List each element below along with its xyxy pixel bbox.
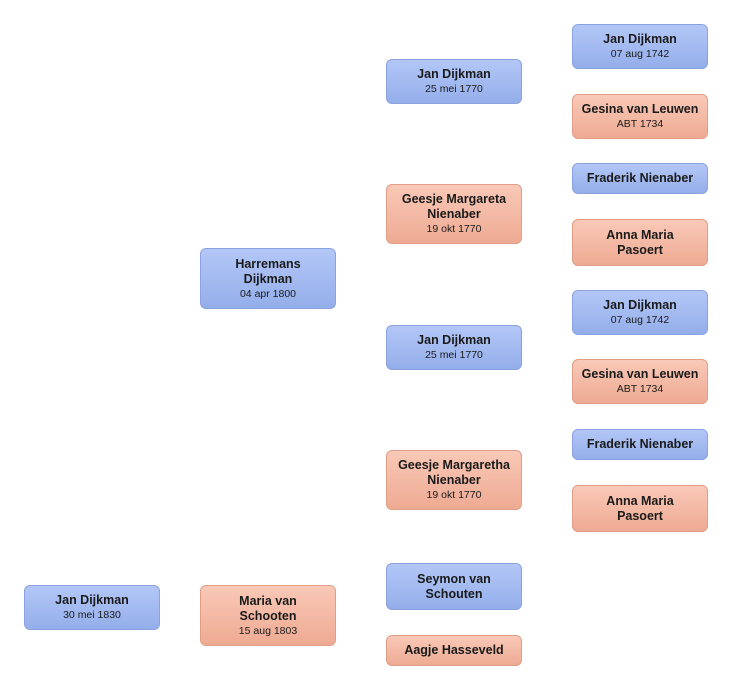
person-birth-date: ABT 1734 bbox=[616, 118, 664, 130]
person-birth-date: ABT 1734 bbox=[616, 383, 664, 395]
person-name: Jan Dijkman bbox=[55, 593, 129, 607]
person-gesina-van-leuwen-a[interactable]: Gesina van Leuwen ABT 1734 bbox=[572, 94, 708, 139]
person-aagje-hasseveld[interactable]: Aagje Hasseveld bbox=[386, 635, 522, 666]
person-name: Jan Dijkman bbox=[603, 298, 677, 312]
person-gesina-van-leuwen-b[interactable]: Gesina van Leuwen ABT 1734 bbox=[572, 359, 708, 404]
person-name: Gesina van Leuwen bbox=[581, 367, 699, 381]
person-name: Fraderik Nienaber bbox=[586, 171, 694, 185]
person-name: Jan Dijkman bbox=[417, 67, 491, 81]
person-jan-dijkman-1742-b[interactable]: Jan Dijkman 07 aug 1742 bbox=[572, 290, 708, 335]
person-seymon-van-schouten[interactable]: Seymon van Schouten bbox=[386, 563, 522, 610]
person-name: Maria van Schooten bbox=[239, 593, 297, 623]
person-geesje-margareta-nienaber[interactable]: Geesje Margareta Nienaber 19 okt 1770 bbox=[386, 184, 522, 244]
person-birth-date: 07 aug 1742 bbox=[610, 48, 670, 60]
person-name: Seymon van Schouten bbox=[417, 571, 491, 601]
person-name: Harremans Dijkman bbox=[235, 256, 301, 286]
person-jan-dijkman-1770-b[interactable]: Jan Dijkman 25 mei 1770 bbox=[386, 325, 522, 370]
person-jan-dijkman-1742-a[interactable]: Jan Dijkman 07 aug 1742 bbox=[572, 24, 708, 69]
person-anna-maria-pasoert-a[interactable]: Anna Maria Pasoert bbox=[572, 219, 708, 266]
person-birth-date: 19 okt 1770 bbox=[426, 489, 482, 501]
person-name: Fraderik Nienaber bbox=[586, 437, 694, 451]
person-name: Jan Dijkman bbox=[417, 333, 491, 347]
person-name: Jan Dijkman bbox=[603, 32, 677, 46]
person-birth-date: 07 aug 1742 bbox=[610, 314, 670, 326]
person-birth-date: 19 okt 1770 bbox=[426, 223, 482, 235]
person-name: Aagje Hasseveld bbox=[404, 643, 504, 657]
person-jan-dijkman-1770-a[interactable]: Jan Dijkman 25 mei 1770 bbox=[386, 59, 522, 104]
person-birth-date: 30 mei 1830 bbox=[63, 609, 121, 621]
person-name: Anna Maria Pasoert bbox=[606, 227, 674, 257]
person-name: Geesje Margaretha Nienaber bbox=[398, 458, 510, 487]
person-fraderik-nienaber-b[interactable]: Fraderik Nienaber bbox=[572, 429, 708, 460]
person-jan-dijkman-1830[interactable]: Jan Dijkman 30 mei 1830 bbox=[24, 585, 160, 630]
person-geesje-margaretha-nienaber[interactable]: Geesje Margaretha Nienaber 19 okt 1770 bbox=[386, 450, 522, 510]
person-maria-van-schooten[interactable]: Maria van Schooten 15 aug 1803 bbox=[200, 585, 336, 646]
person-birth-date: 15 aug 1803 bbox=[238, 624, 298, 637]
person-birth-date: 04 apr 1800 bbox=[239, 287, 297, 300]
person-anna-maria-pasoert-b[interactable]: Anna Maria Pasoert bbox=[572, 485, 708, 532]
person-name: Anna Maria Pasoert bbox=[606, 493, 674, 523]
person-birth-date: 25 mei 1770 bbox=[425, 349, 483, 361]
person-fraderik-nienaber-a[interactable]: Fraderik Nienaber bbox=[572, 163, 708, 194]
person-name: Gesina van Leuwen bbox=[581, 102, 699, 116]
person-harremans-dijkman[interactable]: Harremans Dijkman 04 apr 1800 bbox=[200, 248, 336, 309]
person-name: Geesje Margareta Nienaber bbox=[401, 192, 507, 221]
person-birth-date: 25 mei 1770 bbox=[425, 83, 483, 95]
